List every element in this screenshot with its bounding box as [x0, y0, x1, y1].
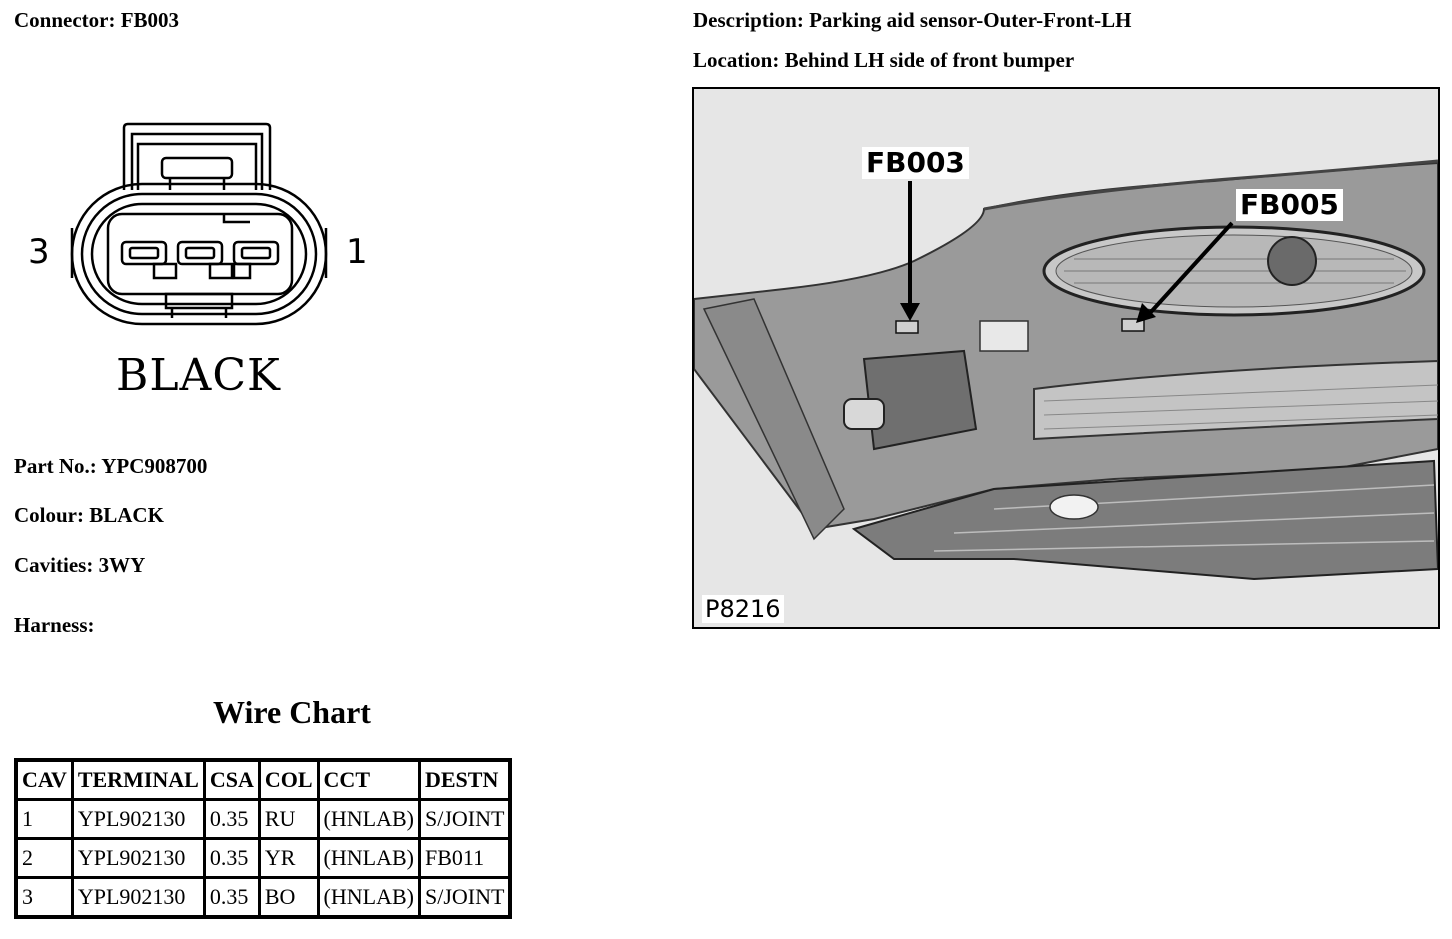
cell-cct: (HNLAB) [316, 876, 421, 919]
column-header-terminal: TERMINAL [70, 758, 206, 801]
column-header-col: COL [257, 758, 320, 801]
cell-col: YR [257, 837, 320, 879]
callout-label-fb003: FB003 [862, 147, 969, 179]
colour: Colour: BLACK [14, 503, 164, 527]
column-header-csa: CSA [202, 758, 261, 801]
cavities: Cavities: 3WY [14, 553, 146, 577]
cell-csa: 0.35 [202, 798, 261, 840]
cell-cav: 2 [14, 837, 74, 879]
connector-face-diagram [70, 122, 328, 326]
wire-chart-table: CAV TERMINAL CSA COL CCT DESTN 1 YPL9021… [14, 758, 513, 919]
cell-col: BO [257, 876, 320, 919]
column-header-cct: CCT [316, 758, 421, 801]
cell-destn: S/JOINT [417, 798, 512, 840]
table-row: 1 YPL902130 0.35 RU (HNLAB) S/JOINT [14, 798, 512, 840]
cell-terminal: YPL902130 [70, 798, 206, 840]
connector-title: Connector: FB003 [14, 8, 180, 32]
harness: Harness: [14, 613, 95, 637]
location-photo: FB003 FB005 P8216 [692, 87, 1440, 629]
table-row: 2 YPL902130 0.35 YR (HNLAB) FB011 [14, 837, 512, 879]
column-header-destn: DESTN [417, 758, 512, 801]
table-row: 3 YPL902130 0.35 BO (HNLAB) S/JOINT [14, 876, 512, 919]
cell-csa: 0.35 [202, 876, 261, 919]
cell-cct: (HNLAB) [316, 798, 421, 840]
cavity-number-right: 1 [346, 232, 368, 272]
wire-chart-title: Wire Chart [213, 694, 371, 730]
description-line: Description: Parking aid sensor-Outer-Fr… [693, 8, 1132, 32]
callout-label-fb005: FB005 [1236, 189, 1343, 221]
cell-csa: 0.35 [202, 837, 261, 879]
cell-cav: 3 [14, 876, 74, 919]
cell-cct: (HNLAB) [316, 837, 421, 879]
cell-terminal: YPL902130 [70, 837, 206, 879]
cell-cav: 1 [14, 798, 74, 840]
table-header-row: CAV TERMINAL CSA COL CCT DESTN [14, 758, 512, 801]
cell-col: RU [257, 798, 320, 840]
bumper-illustration [694, 159, 1438, 581]
photo-reference-id: P8216 [702, 595, 784, 623]
cell-terminal: YPL902130 [70, 876, 206, 919]
cell-destn: S/JOINT [417, 876, 512, 919]
column-header-cav: CAV [14, 758, 74, 801]
location-line: Location: Behind LH side of front bumper [693, 48, 1075, 72]
cavity-number-left: 3 [28, 232, 50, 272]
cell-destn: FB011 [417, 837, 512, 879]
connector-colour-caption: BLACK [116, 350, 281, 401]
part-number: Part No.: YPC908700 [14, 454, 208, 478]
